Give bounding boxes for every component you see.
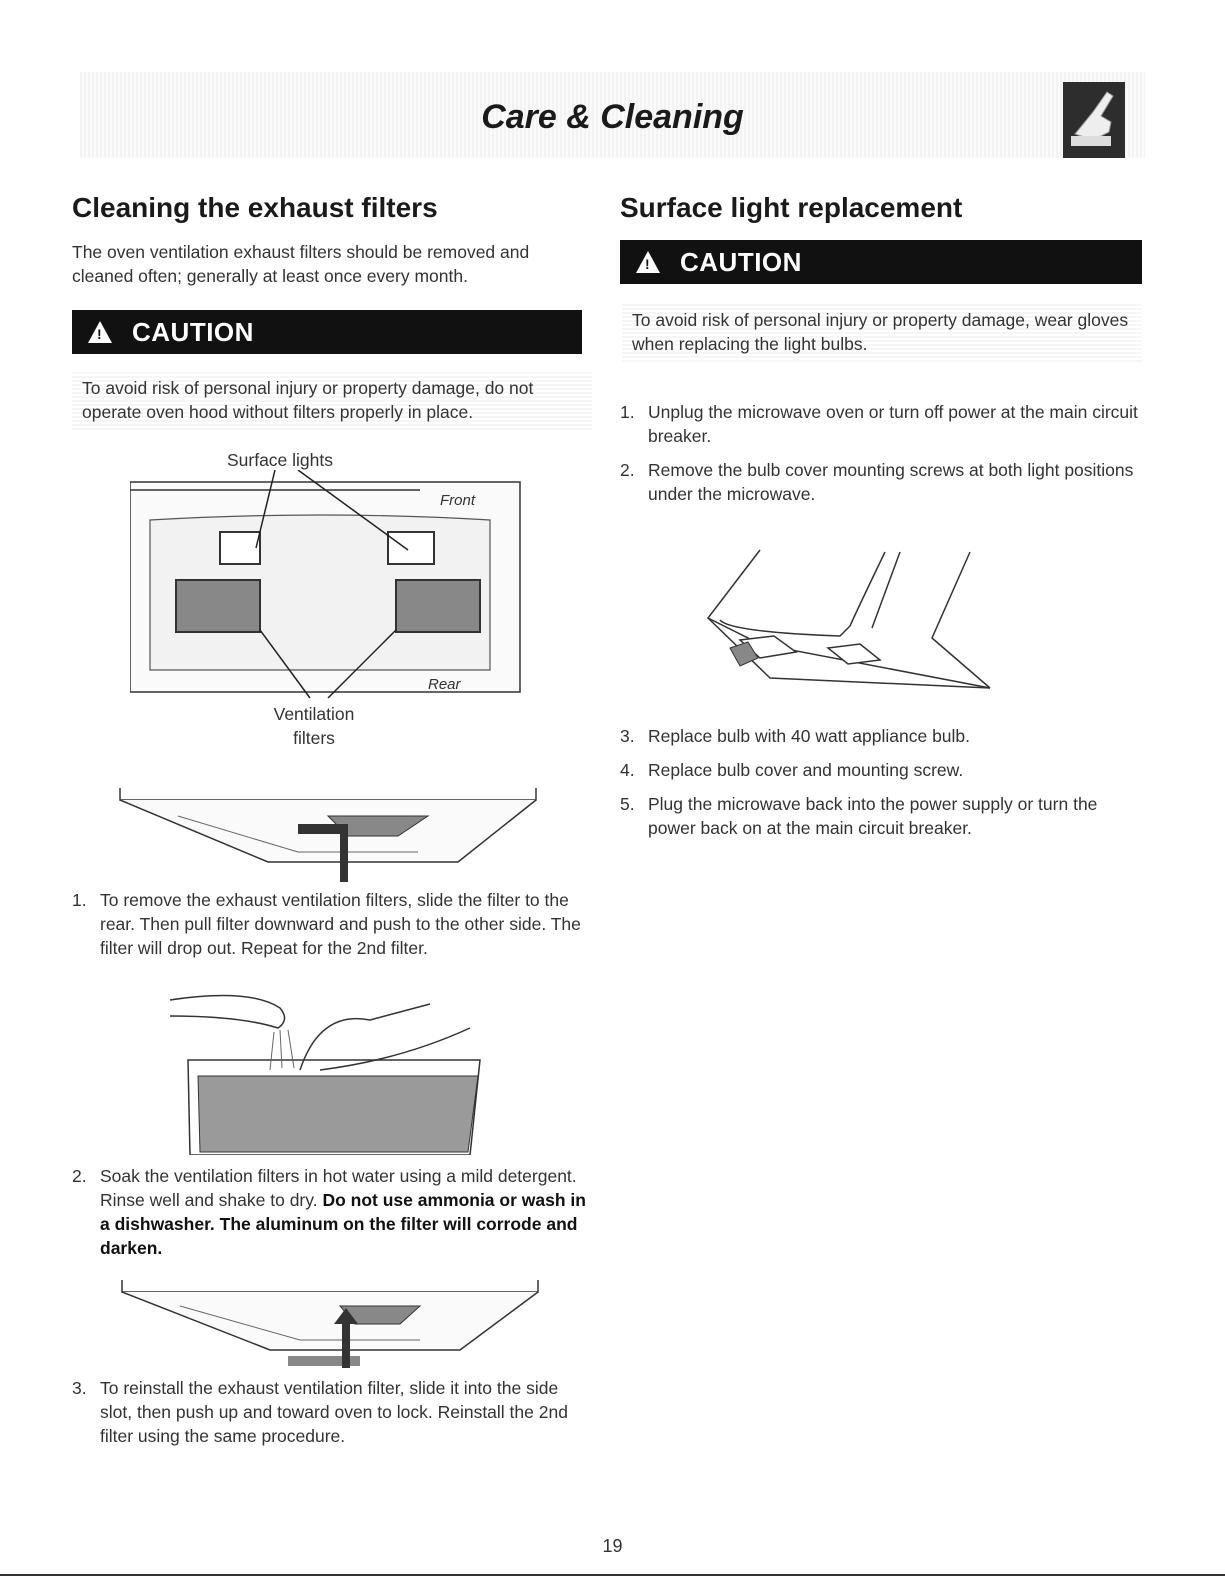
list-item: 3.Replace bulb with 40 watt appliance bu… (620, 726, 971, 746)
right-steps-b: 3.Replace bulb with 40 watt appliance bu… (620, 724, 1140, 850)
right-steps-a: 1.Unplug the microwave oven or turn off … (620, 400, 1140, 516)
left-steps-3: 3.To reinstall the exhaust ventilation f… (72, 1376, 592, 1458)
cleaning-hand-icon (1063, 82, 1125, 158)
bottom-rule (0, 1574, 1225, 1576)
filter-reinstall-illustration (121, 1280, 539, 1368)
diagram-label-rear: Rear (428, 676, 461, 693)
warning-icon: ! (88, 321, 112, 343)
left-caution-text: To avoid risk of personal injury or prop… (72, 370, 592, 430)
left-steps-1: 1.To remove the exhaust ventilation filt… (72, 888, 592, 970)
list-item: 3.To reinstall the exhaust ventilation f… (72, 1378, 568, 1446)
list-item: 1.Unplug the microwave oven or turn off … (620, 402, 1138, 446)
right-caution-bar: ! CAUTION (620, 240, 1142, 284)
left-heading: Cleaning the exhaust filters (72, 192, 438, 223)
caution-label: CAUTION (680, 246, 802, 277)
filter-removal-illustration (119, 788, 537, 882)
diagram-label-surface-lights: Surface lights (226, 450, 334, 470)
diagram-label-front: Front (440, 492, 476, 509)
right-caution-text: To avoid risk of personal injury or prop… (622, 302, 1142, 362)
bulb-cover-illustration (706, 549, 991, 689)
header-band (80, 72, 1145, 158)
filter-washing-illustration (170, 994, 481, 1155)
right-heading: Surface light replacement (620, 192, 963, 223)
left-steps-2: 2.Soak the ventilation filters in hot wa… (72, 1164, 592, 1270)
diagram-label-filters: filters (293, 728, 335, 748)
list-item: 2.Soak the ventilation filters in hot wa… (72, 1166, 586, 1258)
list-item: 2.Remove the bulb cover mounting screws … (620, 460, 1134, 504)
hood-underside-diagram (130, 470, 521, 699)
page-section-title: Care & Cleaning (481, 98, 744, 136)
left-caution-bar: ! CAUTION (72, 310, 582, 354)
list-item: 5.Plug the microwave back into the power… (620, 794, 1098, 838)
caution-label: CAUTION (132, 316, 254, 347)
page-number: 19 (602, 1536, 623, 1556)
warning-icon: ! (636, 251, 660, 273)
list-item: 4.Replace bulb cover and mounting screw. (620, 760, 964, 780)
left-intro: The oven ventilation exhaust filters sho… (72, 242, 530, 286)
list-item: 1.To remove the exhaust ventilation filt… (72, 890, 581, 958)
diagram-label-ventilation: Ventilation (273, 704, 355, 724)
